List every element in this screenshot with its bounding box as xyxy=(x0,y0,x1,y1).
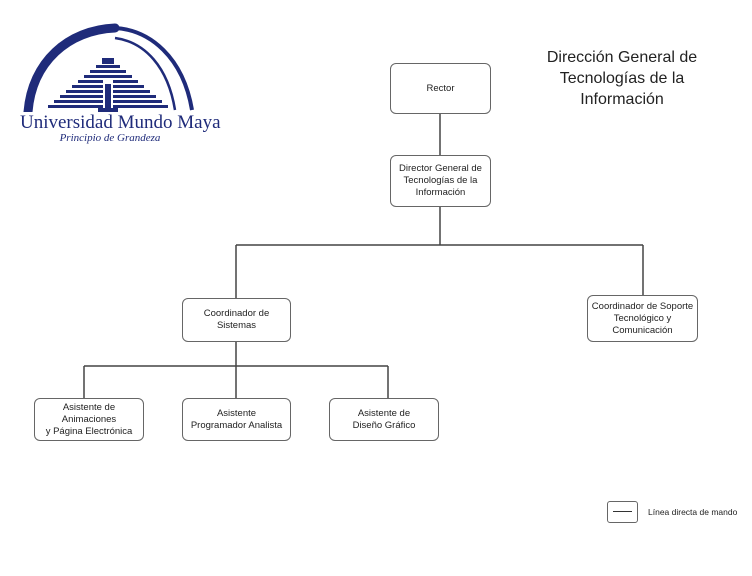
node-asist-diseno: Asistente de Diseño Gráfico xyxy=(329,398,439,441)
node-asist-programador-line: Programador Analista xyxy=(190,419,283,431)
legend-line-swatch xyxy=(607,501,638,523)
legend-label: Línea directa de mando xyxy=(648,507,738,517)
node-asist-diseno-line: Diseño Gráfico xyxy=(352,419,416,431)
node-coord-sistemas: Coordinador de Sistemas xyxy=(182,298,291,342)
node-director-line: Información xyxy=(415,187,466,198)
node-coord-soporte-line: Comunicación xyxy=(612,324,673,336)
node-coord-sistemas-line: Sistemas xyxy=(216,320,257,331)
node-asist-programador-line: Asistente xyxy=(216,407,257,419)
node-director-line: Tecnologías de la xyxy=(403,175,478,186)
node-director-line: Director General de xyxy=(399,163,482,174)
node-asist-diseno-line: Asistente de xyxy=(357,407,411,419)
node-asist-animaciones-line: Animaciones xyxy=(61,413,117,425)
title-line: Tecnologías de la xyxy=(559,70,685,87)
node-asist-animaciones-line: Asistente de xyxy=(62,401,116,413)
pyramid-arch-icon xyxy=(23,23,194,117)
node-asist-animaciones-line: y Página Electrónica xyxy=(45,425,133,437)
logo-motto: Principio de Grandeza xyxy=(59,132,161,144)
node-director: Director General de Tecnologías de la In… xyxy=(390,155,491,207)
node-rector-line: Rector xyxy=(426,82,455,94)
logo-name: Universidad Mundo Maya xyxy=(20,112,221,133)
title-line: Dirección General de xyxy=(546,49,698,66)
node-coord-soporte: Coordinador de Soporte Tecnológico y Com… xyxy=(587,295,698,342)
node-coord-sistemas-line: Coordinador de xyxy=(203,308,270,319)
node-asist-animaciones: Asistente de Animaciones y Página Electr… xyxy=(34,398,144,441)
page-title: Dirección General de Tecnologías de la I… xyxy=(522,47,722,110)
title-line: Información xyxy=(580,91,664,108)
node-coord-soporte-line: Coordinador de Soporte xyxy=(591,300,694,312)
node-asist-programador: Asistente Programador Analista xyxy=(182,398,291,441)
university-logo: Universidad Mundo Maya Principio de Gran… xyxy=(20,22,221,144)
node-coord-soporte-line: Tecnológico y xyxy=(613,312,672,324)
node-rector: Rector xyxy=(390,63,491,114)
